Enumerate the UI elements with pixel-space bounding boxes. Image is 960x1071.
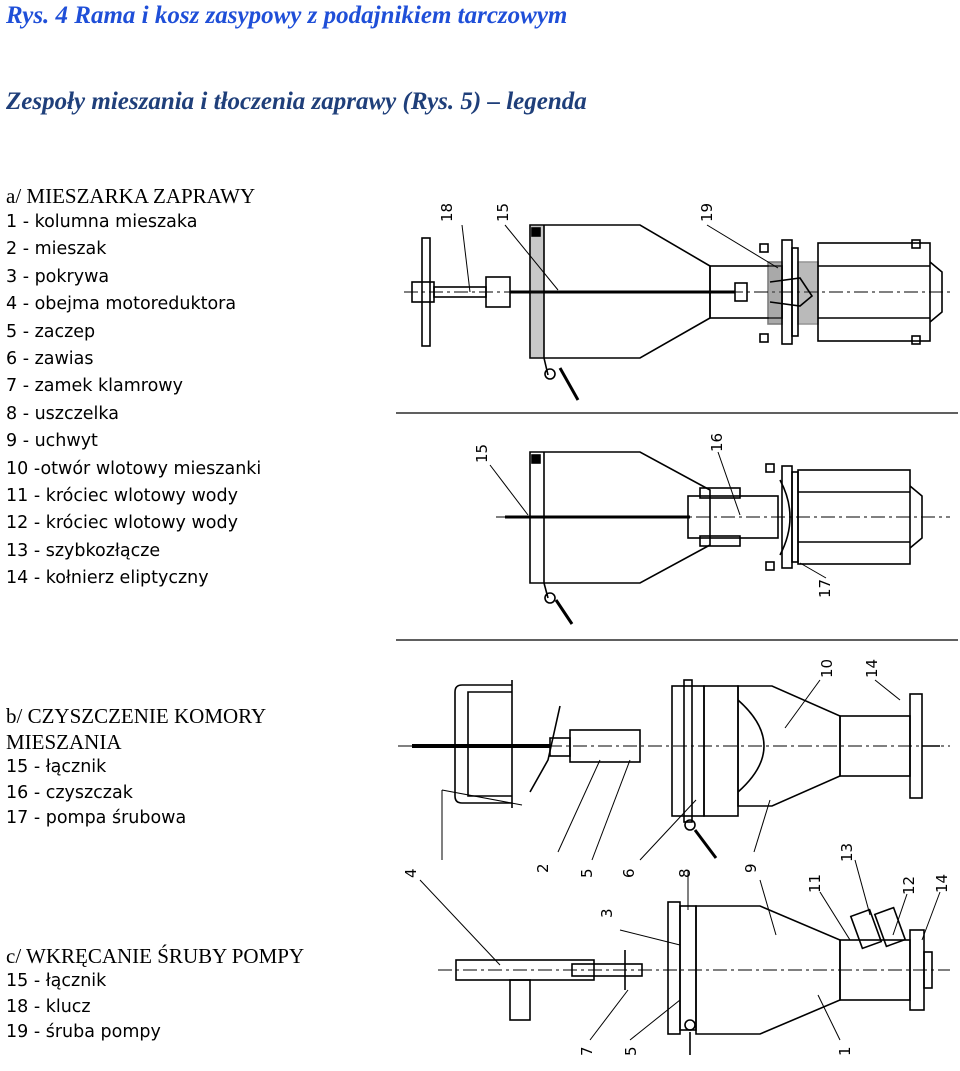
callout-15: 15 <box>494 203 512 222</box>
legend-item: 7 - zamek klamrowy <box>6 376 183 397</box>
legend-a-title: a/ MIESZARKA ZAPRAWY <box>6 184 256 208</box>
callout-14: 14 <box>933 874 951 893</box>
callout-6: 6 <box>620 868 638 878</box>
legend-a: a/ MIESZARKA ZAPRAWY 1 - kolumna mieszak… <box>6 183 386 593</box>
drawing-mixer-pump-screw <box>404 224 950 401</box>
legend-item: 11 - króciec wlotowy wody <box>6 486 238 507</box>
figure-5-legend-heading: Zespoły mieszania i tłoczenia zaprawy (R… <box>6 88 587 115</box>
legend-item: 1 - kolumna mieszaka <box>6 212 198 232</box>
callout-2: 2 <box>534 863 552 873</box>
legend-item: 13 - szybkozłącze <box>6 540 161 561</box>
callout-3: 3 <box>598 908 616 918</box>
legend-c-title: c/ WKRĘCANIE ŚRUBY POMPY <box>6 944 305 968</box>
legend-a-list: 1 - kolumna mieszaka 2 - mieszak 3 - pok… <box>6 209 386 593</box>
callout-16: 16 <box>708 433 726 452</box>
legend-item: 9 - uchwyt <box>6 431 98 452</box>
callout-1: 1 <box>836 1046 854 1056</box>
callout-9: 9 <box>742 863 760 873</box>
legend-item: 3 - pokrywa <box>6 266 110 287</box>
callout-14: 14 <box>863 659 881 678</box>
legend-item: 5 - zaczep <box>6 321 96 342</box>
legend-item: 2 - mieszak <box>6 239 107 260</box>
callout-19: 19 <box>698 203 716 222</box>
legend-item: 12 - króciec wlotowy wody <box>6 513 238 534</box>
legend-item: 19 - śruba pompy <box>6 1022 161 1042</box>
legend-item: 4 - obejma motoreduktora <box>6 294 237 315</box>
legend-b: b/ CZYSZCZENIE KOMORY MIESZANIA 15 - łąc… <box>6 703 386 832</box>
legend-b-list: 15 - łącznik 16 - czyszczak 17 - pompa ś… <box>6 755 386 832</box>
legend-item: 16 - czyszczak <box>6 782 133 803</box>
callout-18: 18 <box>438 203 456 222</box>
callout-15: 15 <box>473 444 491 463</box>
drawing-chamber-cleaning <box>489 451 950 625</box>
drawing-mixing-chamber <box>398 679 950 861</box>
legend-item: 8 - uszczelka <box>6 403 119 424</box>
callout-5: 5 <box>622 1046 640 1056</box>
callout-13: 13 <box>838 843 856 862</box>
legend-item: 17 - pompa śrubowa <box>6 808 187 828</box>
legend-item: 10 -otwór wlotowy mieszanki <box>6 458 262 479</box>
legend-item: 6 - zawias <box>6 349 94 370</box>
callout-8: 8 <box>676 868 694 878</box>
callout-17: 17 <box>816 579 834 598</box>
drawing-mixer-assembly <box>419 859 950 1055</box>
legend-b-title: b/ CZYSZCZENIE KOMORY MIESZANIA <box>6 704 266 754</box>
figure-4-caption: Rys. 4 Rama i kosz zasypowy z podajnikie… <box>6 2 568 29</box>
legend-c-list: 15 - łącznik 18 - klucz 19 - śruba pompy <box>6 969 386 1046</box>
legend-item: 15 - łącznik <box>6 971 107 991</box>
callout-7: 7 <box>578 1046 596 1056</box>
legend-item: 18 - klucz <box>6 996 91 1017</box>
legend-item: 15 - łącznik <box>6 757 107 777</box>
callout-4: 4 <box>402 868 420 878</box>
callout-12: 12 <box>900 876 918 895</box>
callout-11: 11 <box>806 874 824 893</box>
legend-item: 14 - kołnierz eliptyczny <box>6 568 209 589</box>
callout-labels: 18 15 19 15 16 17 10 14 4 2 5 6 8 9 13 1… <box>402 203 951 1056</box>
callout-10: 10 <box>818 659 836 678</box>
callout-5: 5 <box>578 868 596 878</box>
legend-c: c/ WKRĘCANIE ŚRUBY POMPY 15 - łącznik 18… <box>6 943 386 1046</box>
